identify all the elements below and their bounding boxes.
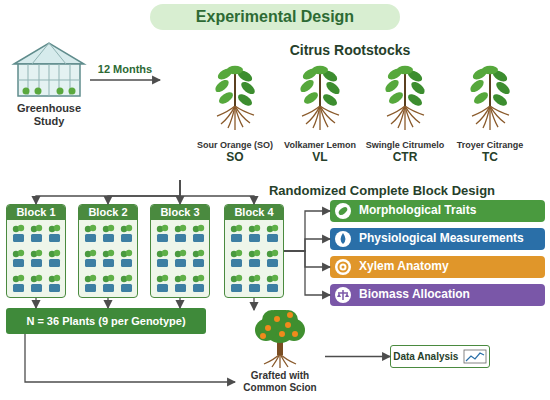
plant-drawing — [448, 62, 532, 138]
chart-icon — [464, 350, 486, 363]
block-box: Block 4 — [224, 204, 284, 298]
trait-icon — [335, 231, 351, 247]
icon-drawing — [334, 258, 352, 276]
plant-drawing — [193, 62, 277, 138]
tree-drawing — [235, 310, 325, 368]
trait-icon — [335, 287, 351, 303]
section-heading: Randomized Complete Block Design — [262, 183, 502, 198]
node-label: Swingle Citrumelo — [366, 140, 445, 150]
rootstock-plant: Swingle CitrumeloCTR — [363, 62, 447, 180]
flow-arrow — [35, 298, 36, 308]
genotype-code: SO — [226, 151, 243, 165]
edge-label: 12 Months — [85, 63, 165, 75]
flow-arrow — [180, 180, 254, 204]
sample-size-box: N = 36 Plants (9 per Genotype) — [6, 308, 206, 334]
potted-plants — [13, 225, 60, 292]
potted-plants — [157, 225, 204, 292]
pots-drawing — [7, 220, 65, 296]
node-label: Physiological Measurements — [359, 232, 524, 246]
plant-illustration — [213, 66, 257, 130]
rootstock-group: Citrus RootstocksSour Orange (SO)SOVolka… — [160, 40, 540, 180]
grafted-tree-node: Grafted with Common Scion — [235, 310, 325, 398]
genotype-code: TC — [482, 151, 498, 165]
measurement-box: Biomass Allocation — [330, 284, 545, 306]
node-label: N = 36 Plants (9 per Genotype) — [6, 315, 206, 328]
measurement-box: Physiological Measurements — [330, 228, 545, 250]
flow-arrow — [90, 79, 160, 80]
flow-arrow — [108, 180, 180, 204]
flow-arrow — [253, 298, 254, 310]
genotype-code: CTR — [393, 151, 418, 165]
flow-arrow — [284, 251, 330, 295]
flow-arrow — [325, 356, 390, 357]
flow-arrow — [284, 239, 330, 251]
node-label: Troyer Citrange — [457, 140, 524, 150]
measurement-box: Morphological Traits — [330, 200, 545, 222]
rootstock-plant: Sour Orange (SO)SO — [193, 62, 277, 180]
potted-plants — [85, 225, 132, 292]
greenhouse-illustration — [14, 43, 84, 96]
node-label: Citrus Rootstocks — [160, 42, 540, 58]
flow-arrow — [179, 298, 180, 308]
grafted-tree-illustration — [255, 310, 305, 368]
node-label: Volkamer Lemon — [284, 140, 356, 150]
node-label: Xylem Anatomy — [359, 260, 449, 274]
node-label: Data Analysis — [393, 351, 458, 363]
node-label: Block 2 — [79, 205, 137, 220]
flow-arrow — [107, 298, 108, 308]
plant-illustration — [383, 66, 427, 130]
trait-icon — [335, 259, 351, 275]
flow-arrow — [25, 334, 235, 382]
plant-illustration — [468, 66, 512, 130]
genotype-code: VL — [312, 151, 327, 165]
icon-drawing — [334, 286, 352, 304]
node-label: Block 1 — [7, 205, 65, 220]
pots-drawing — [225, 220, 283, 296]
node-label: Block 4 — [225, 205, 283, 220]
block-box: Block 1 — [6, 204, 66, 298]
plant-illustration — [298, 66, 342, 130]
plant-drawing — [278, 62, 362, 138]
chart-drawing — [463, 348, 487, 365]
icon-drawing — [334, 230, 352, 248]
rootstock-plant: Troyer CitrangeTC — [448, 62, 532, 180]
pots-drawing — [79, 220, 137, 296]
icon-drawing — [334, 202, 352, 220]
title-banner: Experimental Design — [150, 4, 400, 30]
node-label: Block 3 — [151, 205, 209, 220]
block-box: Block 3 — [150, 204, 210, 298]
greenhouse-drawing — [8, 40, 90, 98]
flow-arrow — [284, 211, 330, 251]
node-label: Morphological Traits — [359, 204, 476, 218]
flow-arrow — [36, 180, 180, 204]
block-box: Block 2 — [78, 204, 138, 298]
pots-drawing — [151, 220, 209, 296]
node-label: Biomass Allocation — [359, 288, 470, 302]
trait-icon — [335, 203, 351, 219]
flow-arrow — [284, 251, 330, 267]
node-label: Sour Orange (SO) — [197, 140, 273, 150]
measurement-box: Xylem Anatomy — [330, 256, 545, 278]
greenhouse-node: Greenhouse Study — [8, 40, 90, 120]
node-label: Greenhouse Study — [8, 102, 90, 127]
analysis-box: Data Analysis — [390, 345, 490, 368]
plant-drawing — [363, 62, 447, 138]
node-label: Grafted with Common Scion — [235, 370, 325, 393]
potted-plants — [231, 225, 278, 292]
rootstock-plant: Volkamer LemonVL — [278, 62, 362, 180]
